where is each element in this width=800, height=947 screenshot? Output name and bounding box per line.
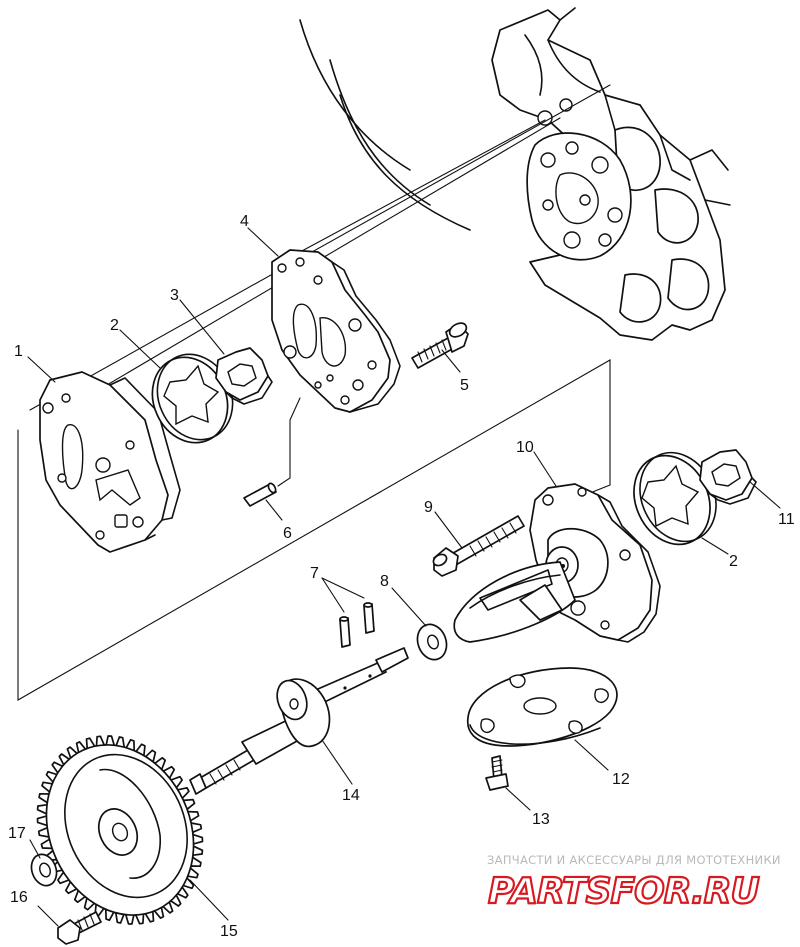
callout-11: 11 (778, 511, 795, 528)
part-5-bolt (411, 322, 469, 369)
part-7-pins (339, 602, 375, 648)
strainer-bowl (453, 561, 576, 643)
part-8-washer (416, 623, 448, 661)
callout-9: 9 (424, 499, 433, 516)
part-17-washer (30, 853, 58, 887)
part-15-drive-gear (36, 735, 204, 925)
part-4-pump-plate (271, 249, 401, 413)
callout-10: 10 (516, 439, 534, 456)
watermark: ЗАПЧАСТИ И АКСЕССУАРЫ ДЛЯ МОТОТЕХНИКИ PA… (487, 853, 781, 913)
part-13-screw (485, 755, 509, 791)
callout-3: 3 (170, 287, 179, 304)
part-2-outer-rotor-lower (633, 451, 717, 546)
callout-12: 12 (612, 771, 630, 788)
part-2-outer-rotor-upper (151, 353, 234, 444)
part-12-strainer-screen (466, 667, 618, 747)
callout-14: 14 (342, 787, 360, 804)
callout-7: 7 (310, 565, 319, 582)
callout-2-lower: 2 (729, 553, 738, 570)
part-3-inner-rotor (215, 347, 273, 405)
callout-leader-lines (27, 227, 781, 927)
callout-8: 8 (380, 573, 389, 590)
callout-2-upper: 2 (110, 317, 119, 334)
callout-numbers: 1 2 3 4 5 6 7 8 9 10 11 2 12 13 14 15 17… (8, 213, 795, 940)
callout-4: 4 (240, 213, 249, 230)
part-14-drive-shaft (189, 647, 409, 795)
part-16-gear-bolt (57, 911, 102, 945)
callout-16: 16 (10, 889, 28, 906)
callout-13: 13 (532, 811, 550, 828)
part-6-dowel-pin (243, 482, 277, 507)
part-9-long-bolt (432, 515, 525, 577)
watermark-brand: PARTSFOR.RU (488, 871, 760, 912)
callout-1: 1 (14, 343, 23, 360)
part-1-pump-body (39, 371, 181, 553)
callout-17: 17 (8, 825, 26, 842)
callout-15: 15 (220, 923, 238, 940)
part-11-inner-rotor (699, 449, 757, 505)
callout-5: 5 (460, 377, 469, 394)
callout-6: 6 (283, 525, 292, 542)
watermark-tagline: ЗАПЧАСТИ И АКСЕССУАРЫ ДЛЯ МОТОТЕХНИКИ (487, 853, 781, 867)
engine-crankcase (299, 7, 731, 341)
